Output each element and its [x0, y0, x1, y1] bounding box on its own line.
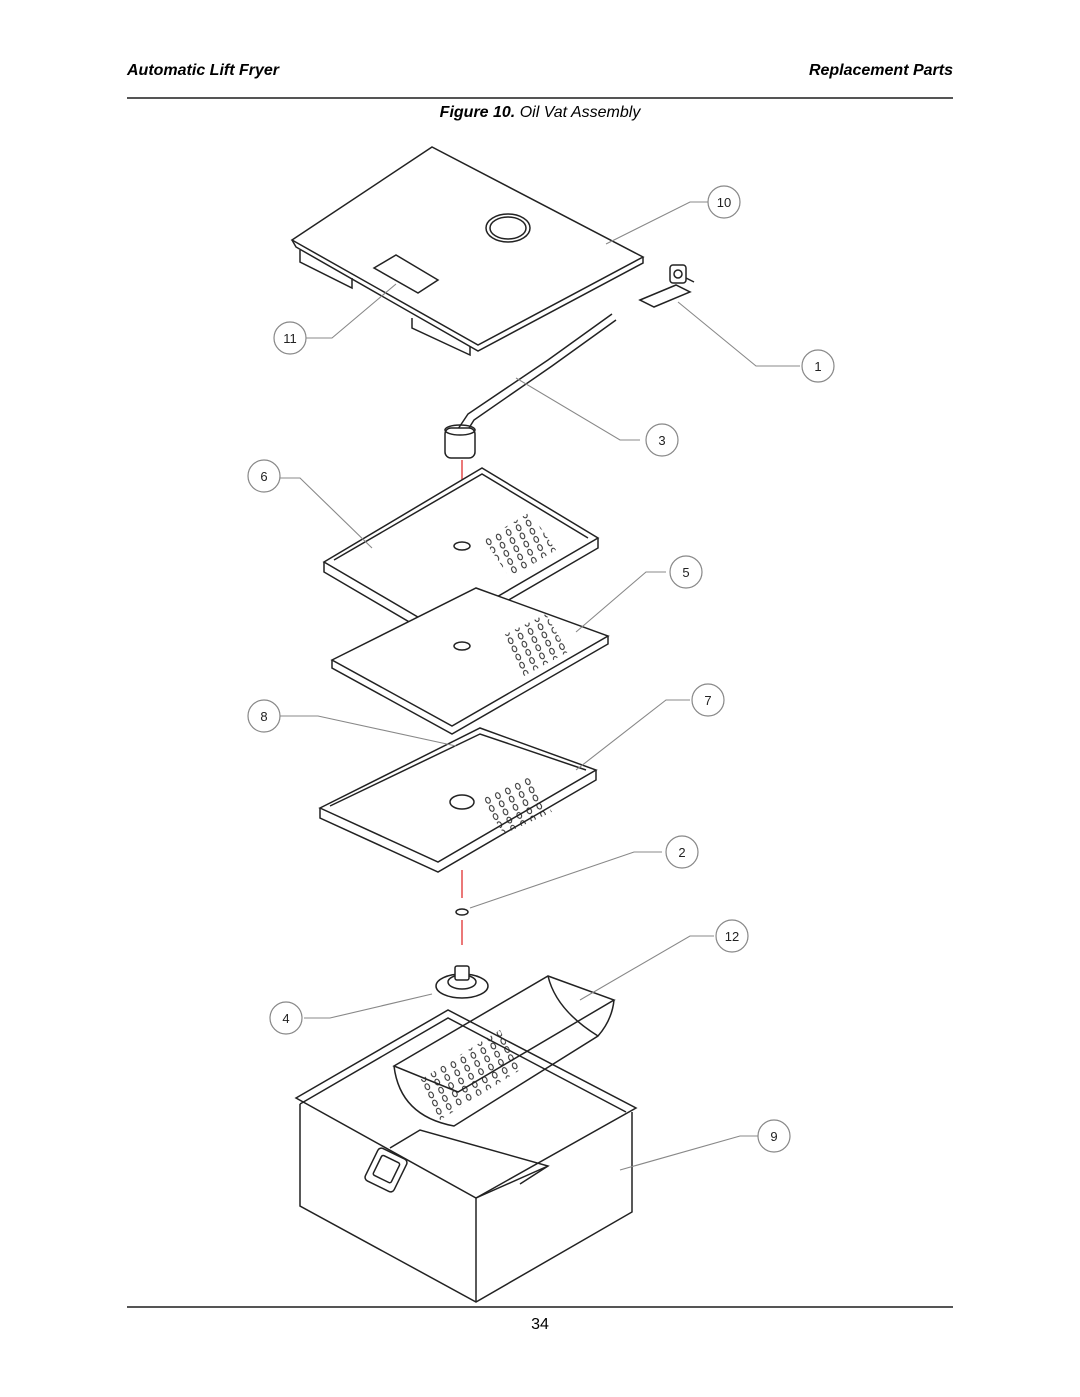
callout-bubble-1: 1 — [801, 349, 835, 383]
callout-label-7: 7 — [704, 693, 711, 708]
drain-fitting-part — [435, 965, 489, 999]
callout-bubble-4: 4 — [269, 1001, 303, 1035]
footer-rule — [127, 1306, 953, 1308]
callout-label-1: 1 — [814, 359, 821, 374]
float-tube-part — [444, 313, 617, 459]
bracket-part — [638, 264, 695, 308]
callout-label-10: 10 — [717, 195, 731, 210]
header-rule — [127, 97, 953, 99]
callout-label-5: 5 — [682, 565, 689, 580]
callout-bubble-11: 11 — [273, 321, 307, 355]
figure-caption: Figure 10. Oil Vat Assembly — [0, 104, 1080, 122]
callout-bubble-8: 8 — [247, 699, 281, 733]
callout-bubble-12: 12 — [715, 919, 749, 953]
callout-label-12: 12 — [725, 929, 739, 944]
crumb-basket-part — [392, 975, 616, 1127]
callout-label-11: 11 — [283, 331, 297, 346]
callout-bubble-5: 5 — [669, 555, 703, 589]
page-number: 34 — [531, 1316, 549, 1333]
callout-label-8: 8 — [260, 709, 267, 724]
figure-title: Oil Vat Assembly — [519, 104, 641, 121]
header-product-title: Automatic Lift Fryer — [127, 62, 280, 79]
callout-bubble-7: 7 — [691, 683, 725, 717]
callout-label-6: 6 — [260, 469, 267, 484]
callout-label-9: 9 — [770, 1129, 777, 1144]
bottom-tray-part — [318, 727, 598, 873]
callout-label-2: 2 — [678, 845, 685, 860]
callout-label-4: 4 — [282, 1011, 289, 1026]
callout-label-3: 3 — [658, 433, 665, 448]
header-section-title: Replacement Parts — [808, 62, 953, 79]
callout-bubble-2: 2 — [665, 835, 699, 869]
oil-vat-part — [294, 1009, 638, 1303]
figure-label: Figure 10. — [439, 104, 516, 121]
callout-bubble-6: 6 — [247, 459, 281, 493]
callout-bubble-9: 9 — [757, 1119, 791, 1153]
callout-leaders — [266, 201, 800, 1171]
screen-plate-part — [330, 587, 610, 735]
washer-part — [455, 908, 469, 916]
callout-bubble-3: 3 — [645, 423, 679, 457]
lid-part — [290, 146, 645, 357]
callout-bubble-10: 10 — [707, 185, 741, 219]
